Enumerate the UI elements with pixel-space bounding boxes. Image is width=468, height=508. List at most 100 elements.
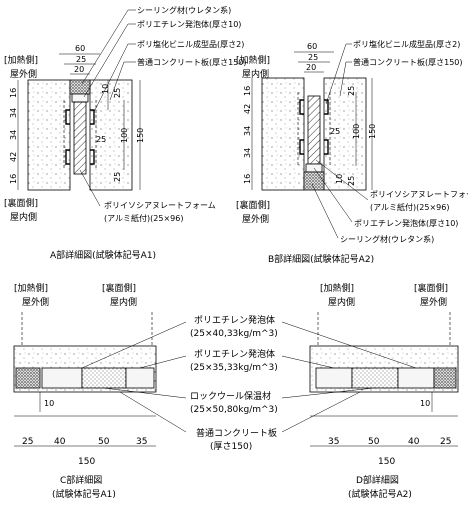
a-side-top: [加熱側]	[4, 54, 38, 66]
d-dim-150: 150	[378, 457, 395, 467]
b-callouts: ポリ塩化ビニル成型品(厚さ2) 普通コンクリート板(厚さ150) ポリイソシアヌ…	[311, 39, 468, 244]
center-label-2-name: ポリエチレン発泡体	[194, 348, 275, 360]
c-caption-2: (試験体記号A1)	[52, 488, 116, 500]
center-label-4-spec: (厚さ150)	[210, 441, 252, 452]
detail-b: [加熱側] 屋内側 [裏面側] 屋外側 60 25 20 16 42 34 34…	[236, 39, 468, 265]
d-caption: D部詳細図	[356, 474, 399, 486]
b-inner-dim: 25	[330, 127, 340, 136]
a-left-dim-1: 16	[9, 88, 18, 98]
a-dim-25: 25	[76, 55, 86, 64]
d-dim-4: 25	[440, 437, 451, 447]
b-pir-foam	[307, 95, 321, 165]
a-callout-pe: ポリエチレン発泡体(厚さ10)	[137, 19, 241, 29]
c-caption: C部詳細図	[60, 474, 102, 486]
a-concrete-right	[89, 79, 133, 191]
a-dim-60: 60	[75, 44, 85, 53]
b-left-dim-3: 34	[243, 126, 252, 136]
a-callouts: シーリング材(ウレタン系) ポリエチレン発泡体(厚さ10) ポリ塩化ビニル成型品…	[81, 5, 247, 113]
b-callout-concrete: 普通コンクリート板(厚さ150)	[353, 57, 463, 67]
d-sealant	[433, 367, 457, 389]
b-dim-60: 60	[307, 42, 317, 51]
center-label-2-spec: (25×35,33kg/m^3)	[190, 363, 278, 373]
b-callout-sealant: シーリング材(ウレタン系)	[340, 234, 434, 244]
b-side-top: [加熱側]	[236, 54, 270, 66]
c-pe-foam-40	[41, 367, 83, 389]
b-callout-pe: ポリエチレン発泡体(厚さ10)	[354, 218, 458, 228]
d-dim-2: 50	[368, 437, 380, 447]
center-label-1-name: ポリエチレン発泡体	[194, 314, 275, 326]
d-side-left-sub: 屋内側	[328, 296, 355, 308]
b-pvc-profiles	[299, 99, 329, 155]
b-side-bottom: [裏面側]	[236, 199, 270, 211]
d-dim-3: 40	[408, 437, 420, 447]
c-sealant	[15, 367, 41, 389]
detail-a: [加熱側] 屋外側 [裏面側] 屋内側 60 25 20 16 34 34 42…	[4, 5, 247, 261]
a-inner-dim: 25	[96, 135, 106, 144]
a-left-dim-2: 34	[9, 108, 18, 118]
a-left-dims: 16 34 34 42 16	[9, 88, 18, 184]
a-right-dim-25a: 25	[113, 88, 122, 98]
a-side-bottom: [裏面側]	[4, 197, 38, 209]
b-side-top-sub: 屋内側	[242, 68, 269, 80]
d-side-left: [加熱側]	[320, 282, 354, 294]
d-dim-10: 10	[420, 399, 430, 408]
a-side-bottom-sub: 屋内側	[10, 211, 37, 223]
center-material-labels: ポリエチレン発泡体 (25×40,33kg/m^3) ポリエチレン発泡体 (25…	[81, 314, 417, 452]
a-dim-20: 20	[74, 65, 84, 74]
center-label-1-spec: (25×40,33kg/m^3)	[190, 329, 278, 339]
b-right-dim-25b: 25	[347, 176, 356, 186]
d-pe-foam-40	[397, 367, 435, 389]
a-left-dim-5: 16	[9, 174, 18, 184]
b-dim-25: 25	[308, 53, 318, 62]
b-left-dim-4: 34	[243, 148, 252, 158]
b-side-bottom-sub: 屋外側	[242, 213, 269, 225]
c-pe-foam-35	[125, 367, 155, 389]
d-side-right-sub: 屋外側	[420, 296, 447, 308]
a-callout-pvc: ポリ塩化ビニル成型品(厚さ2)	[137, 39, 244, 49]
a-pvc-profiles	[65, 109, 95, 165]
d-side-right: [裏面側]	[414, 282, 448, 294]
c-dim-10: 10	[44, 399, 54, 408]
center-label-3-spec: (25×50,80kg/m^3)	[190, 405, 278, 415]
c-dim-150: 150	[78, 457, 95, 467]
c-dim-4: 35	[136, 437, 147, 447]
c-side-left-sub: 屋外側	[22, 296, 49, 308]
detail-d: [加熱側] 屋内側 [裏面側] 屋外側 10 35 50 40 25 150 D…	[309, 282, 459, 500]
a-right-dim-25b: 25	[113, 172, 122, 182]
center-label-4-name: 普通コンクリート板	[196, 427, 277, 439]
a-pir-foam	[73, 101, 87, 175]
d-dims: 35 50 40 25	[328, 437, 451, 447]
d-rockwool	[351, 367, 399, 389]
b-left-dim-2: 42	[243, 104, 252, 114]
detail-c: [加熱側] 屋外側 [裏面側] 屋内側 10 25 40 50 35 150 C…	[13, 282, 157, 500]
d-dim-1: 35	[328, 437, 339, 447]
c-dim-2: 40	[54, 437, 66, 447]
d-pe-foam-35	[315, 367, 353, 389]
a-left-dim-3: 34	[9, 130, 18, 140]
a-concrete-left	[27, 79, 71, 191]
a-left-dim-4: 42	[9, 152, 18, 162]
b-sealant	[303, 171, 325, 191]
a-bottom-label-2: (アルミ紙付)(25×96)	[104, 213, 183, 223]
a-bottom-label: ポリイソシアヌレートフォーム	[104, 201, 216, 210]
d-caption-2: (試験体記号A2)	[348, 488, 412, 500]
c-side-left: [加熱側]	[14, 282, 48, 294]
c-dim-3: 50	[98, 437, 110, 447]
a-dim-100: 100	[120, 128, 129, 143]
b-concrete-left	[261, 77, 305, 191]
b-callout-pir-2: (アルミ紙付)(25×96)	[370, 202, 449, 212]
center-label-3-name: ロックウール保温材	[190, 390, 271, 402]
c-rockwool	[81, 367, 127, 389]
b-right-dim-25a: 25	[347, 86, 356, 96]
a-pe-foam	[71, 93, 89, 103]
b-left-dim-5: 16	[243, 174, 252, 184]
b-dim-100: 100	[352, 124, 361, 139]
b-callout-pvc: ポリ塩化ビニル成型品(厚さ2)	[353, 39, 460, 49]
b-left-dims: 16 42 34 34 16	[243, 86, 252, 184]
c-dims: 25 40 50 35	[22, 437, 147, 447]
a-side-top-sub: 屋外側	[10, 68, 37, 80]
a-caption: A部詳細図(試験体記号A1)	[50, 249, 156, 261]
c-side-right-sub: 屋内側	[110, 296, 137, 308]
c-side-right: [裏面側]	[102, 282, 136, 294]
